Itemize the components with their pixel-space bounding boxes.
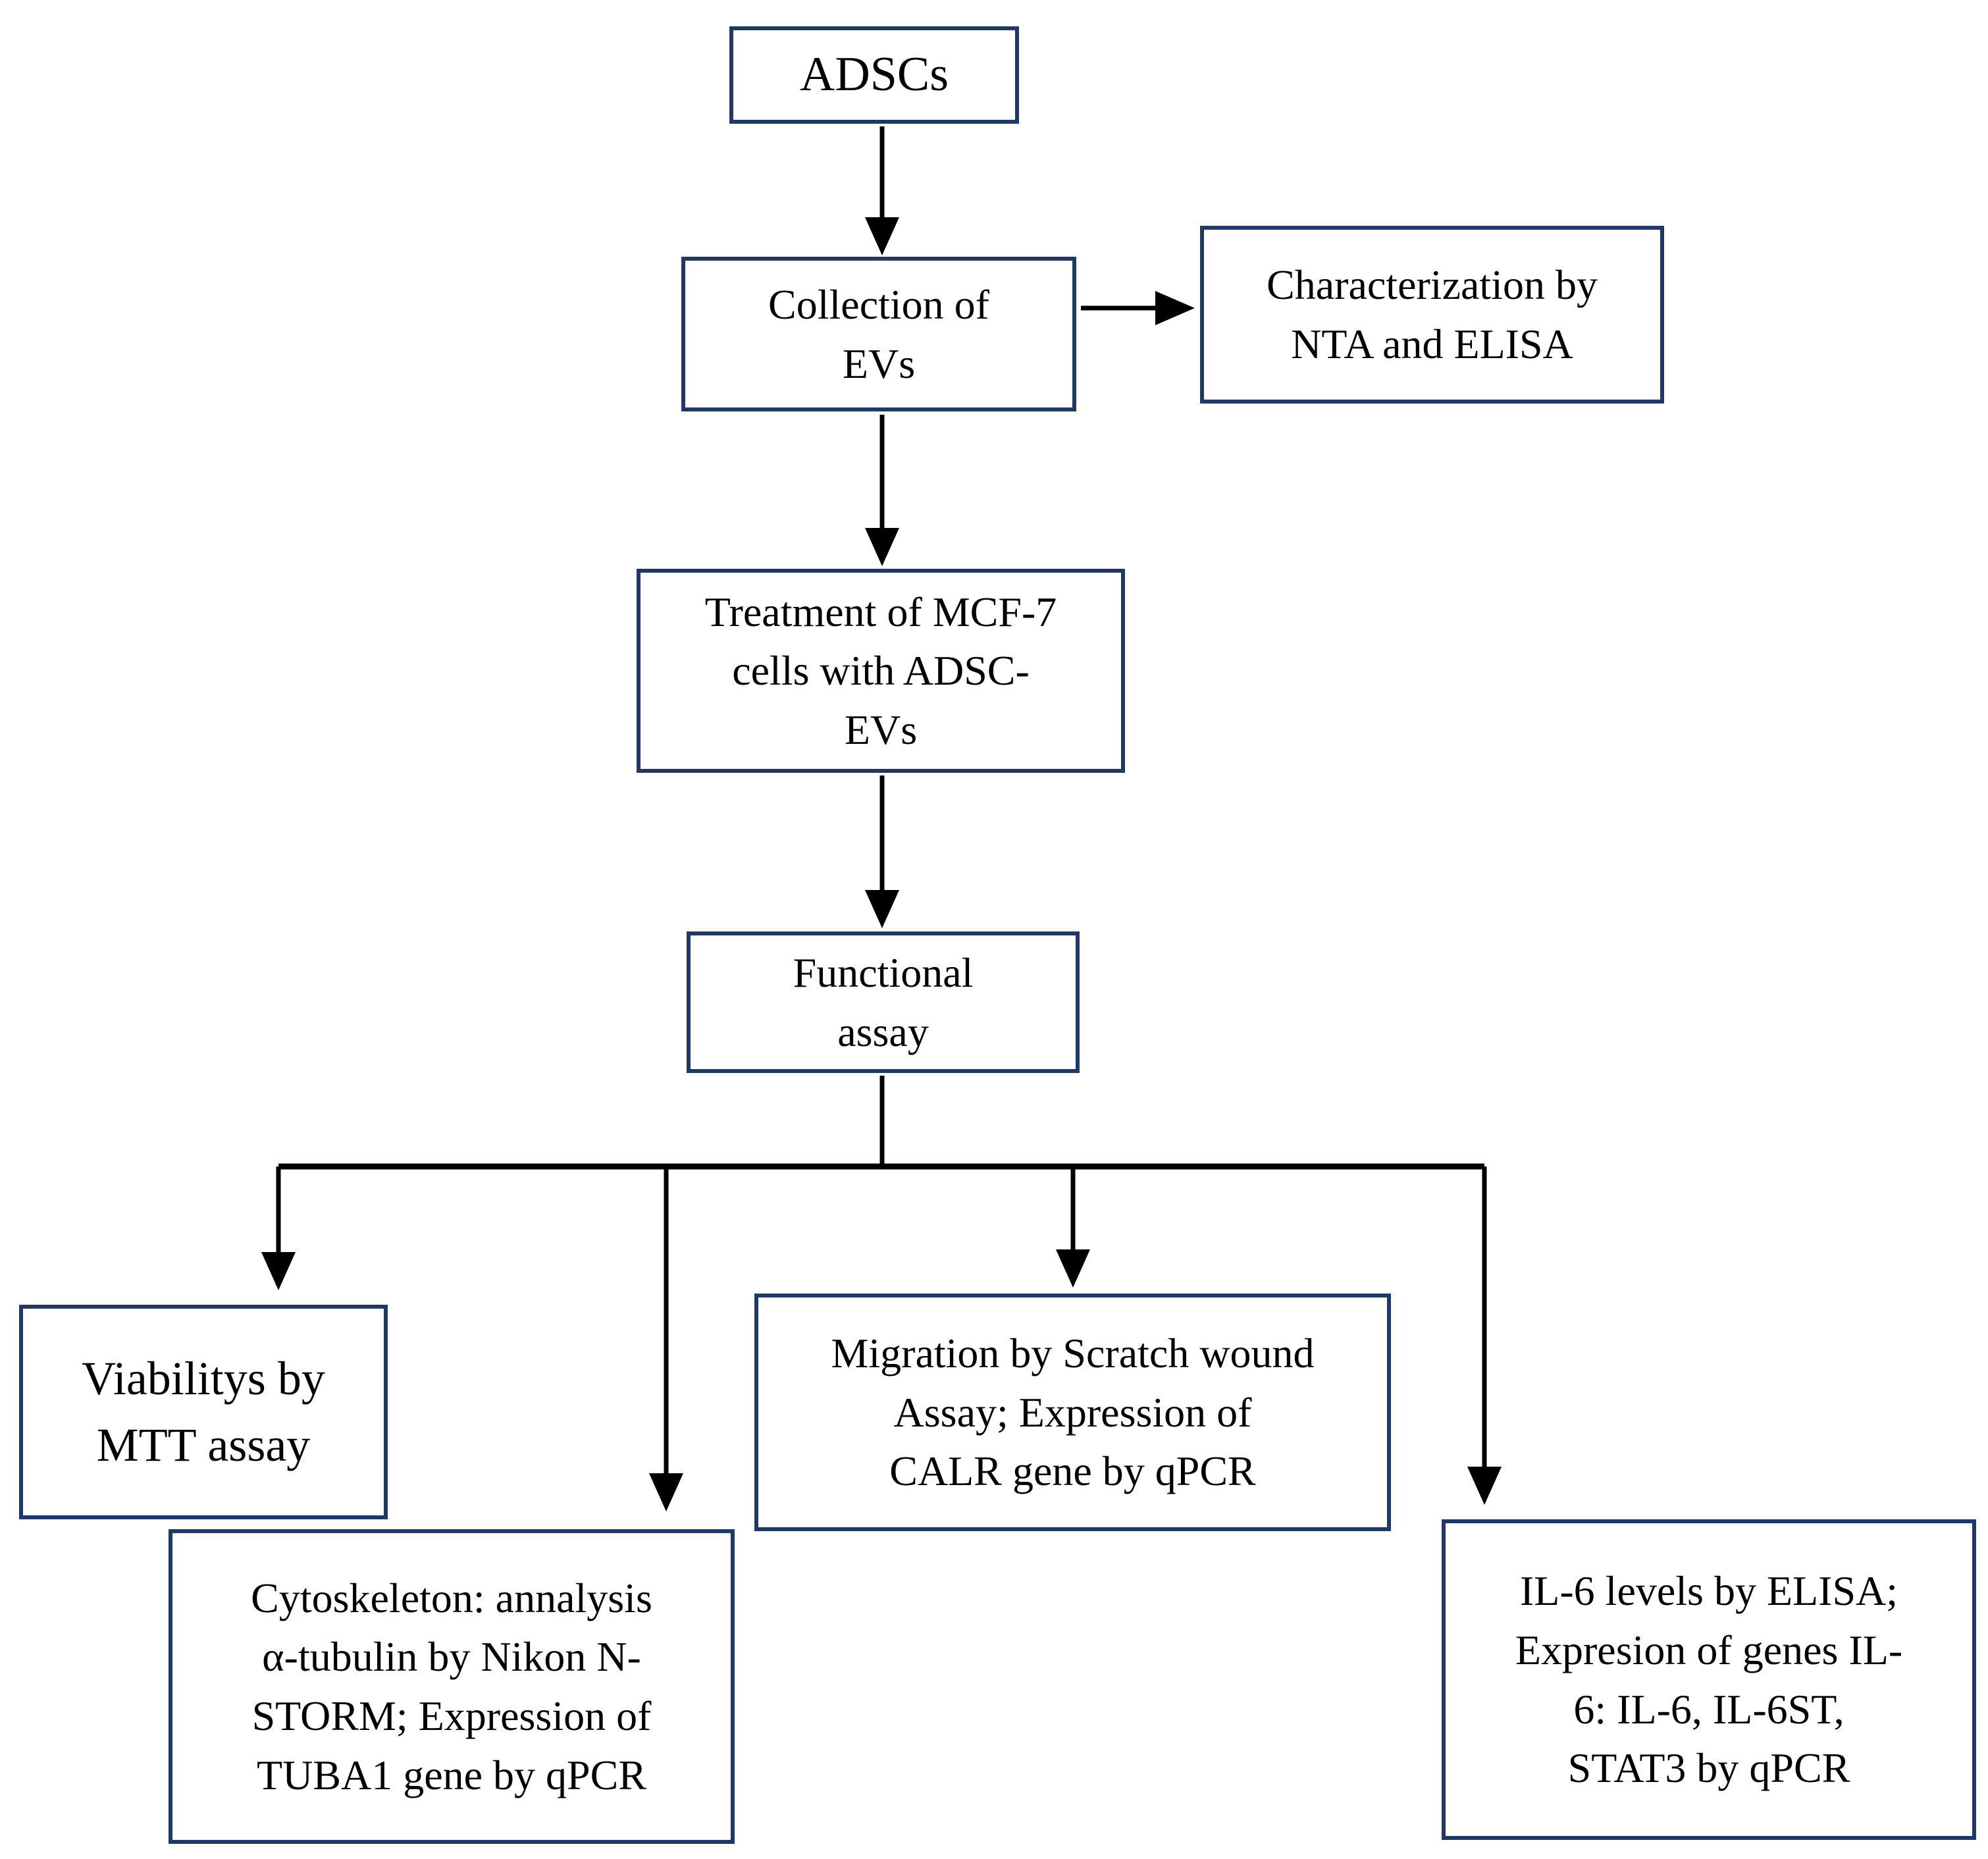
node-functional-assay: Functional assay: [687, 931, 1080, 1073]
arrow-adscs-to-collection: [865, 126, 899, 255]
node-migration-scratch-calr-label: Migration by Scratch wound Assay; Expres…: [831, 1330, 1315, 1495]
node-treatment-mcf7: Treatment of MCF-7 cells with ADSC- EVs: [637, 569, 1125, 773]
arrow-functional-to-migration: [1056, 1166, 1090, 1288]
node-viability-mtt: Viabilitys by MTT assay: [19, 1305, 388, 1519]
node-characterization-label: Characterization by NTA and ELISA: [1267, 261, 1598, 367]
arrow-collection-to-treatment: [865, 415, 899, 566]
node-migration-scratch-calr: Migration by Scratch wound Assay; Expres…: [754, 1294, 1391, 1531]
arrow-collection-to-characterization: [1081, 291, 1195, 325]
node-il6-elisa-qpcr: IL-6 levels by ELISA; Expresion of genes…: [1442, 1519, 1976, 1840]
arrow-treatment-to-functional: [865, 775, 899, 928]
node-functional-assay-label: Functional assay: [793, 949, 974, 1055]
node-characterization: Characterization by NTA and ELISA: [1200, 226, 1664, 404]
arrow-functional-to-cytoskeleton: [649, 1166, 683, 1511]
node-cytoskeleton-tuba1-label: Cytoskeleton: annalysis α-tubulin by Nik…: [251, 1574, 652, 1798]
node-adscs: ADSCs: [729, 26, 1019, 124]
node-collection-of-evs: Collection of EVs: [681, 257, 1076, 411]
node-treatment-mcf7-label: Treatment of MCF-7 cells with ADSC- EVs: [704, 588, 1057, 753]
node-collection-of-evs-label: Collection of EVs: [768, 280, 989, 387]
branch-rail: [278, 1076, 1484, 1170]
arrow-functional-to-il6: [1467, 1166, 1502, 1505]
arrow-functional-to-viability: [261, 1166, 296, 1290]
node-adscs-label: ADSCs: [799, 47, 949, 102]
node-cytoskeleton-tuba1: Cytoskeleton: annalysis α-tubulin by Nik…: [169, 1529, 735, 1844]
node-viability-mtt-label: Viabilitys by MTT assay: [82, 1352, 325, 1471]
node-il6-elisa-qpcr-label: IL-6 levels by ELISA; Expresion of genes…: [1515, 1567, 1903, 1792]
